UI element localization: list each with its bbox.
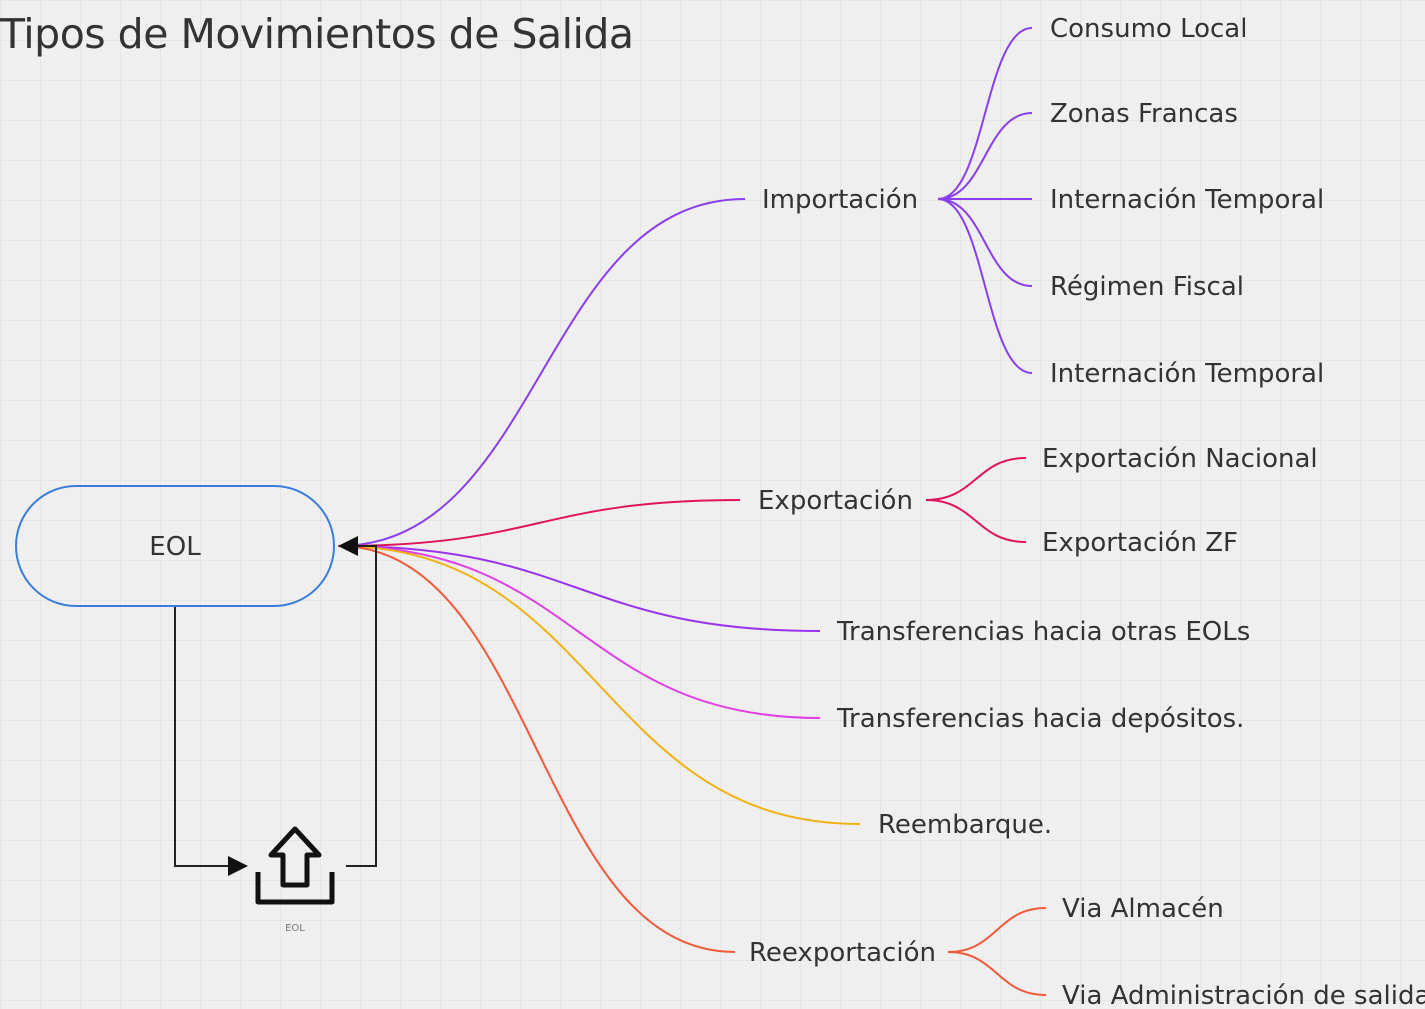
leaf-internacion-temporal-2[interactable]: Internación Temporal (1050, 359, 1324, 389)
leaf-edge (925, 457, 1027, 501)
leaf-exportacion-zf[interactable]: Exportación ZF (1042, 528, 1238, 558)
edges-layer (337, 27, 1047, 996)
branch-edge (337, 545, 821, 719)
branch-reembarque[interactable]: Reembarque. (878, 810, 1052, 840)
branch-edge (337, 545, 821, 632)
branch-edge (337, 545, 861, 825)
root-node-shape (15, 485, 335, 607)
branch-reexportacion[interactable]: Reexportación (749, 938, 936, 968)
upload-tray-icon: EOL (255, 826, 335, 934)
branch-transferencias-eols[interactable]: Transferencias hacia otras EOLs (836, 617, 1250, 647)
leaf-edge (937, 27, 1033, 200)
branch-label: Reembarque. (878, 810, 1052, 840)
branch-transferencias-depositos[interactable]: Transferencias hacia depósitos. (836, 704, 1244, 734)
branch-edge (337, 545, 736, 953)
root-node[interactable]: EOL (15, 485, 335, 607)
leaf-edge (947, 951, 1047, 996)
connector-from-icon (338, 536, 377, 867)
branch-edge (337, 499, 741, 547)
leaf-exportacion-nacional[interactable]: Exportación Nacional (1042, 444, 1318, 474)
page-title: Tipos de Movimientos de Salida (0, 10, 634, 58)
leaf-edge (925, 499, 1027, 543)
branch-edge (337, 198, 746, 547)
leaf-via-administracion[interactable]: Via Administración de salida (1062, 981, 1425, 1009)
branch-exportacion[interactable]: Exportación (758, 486, 913, 516)
leaf-via-almacen[interactable]: Via Almacén (1062, 894, 1224, 924)
upload-icon-label: EOL (285, 923, 305, 934)
branch-importacion[interactable]: Importación (762, 185, 918, 215)
leaf-edge (937, 198, 1033, 374)
leaf-edge (937, 198, 1033, 287)
leaf-regimen-fiscal[interactable]: Régimen Fiscal (1050, 272, 1244, 302)
branch-label: Transferencias hacia depósitos. (836, 704, 1244, 734)
branch-label: Exportación (758, 486, 913, 516)
branch-label: Reexportación (749, 938, 936, 968)
leaf-internacion-temporal[interactable]: Internación Temporal (1050, 185, 1324, 215)
eol-connector (174, 536, 377, 876)
leaf-zonas-francas[interactable]: Zonas Francas (1050, 99, 1238, 129)
leaf-edge (937, 112, 1033, 200)
leaf-consumo-local[interactable]: Consumo Local (1050, 14, 1247, 44)
connector-to-icon (174, 606, 248, 876)
leaf-edge (947, 907, 1047, 953)
branch-label: Importación (762, 185, 918, 215)
root-node-label: EOL (149, 532, 201, 562)
branch-label: Transferencias hacia otras EOLs (836, 617, 1250, 647)
